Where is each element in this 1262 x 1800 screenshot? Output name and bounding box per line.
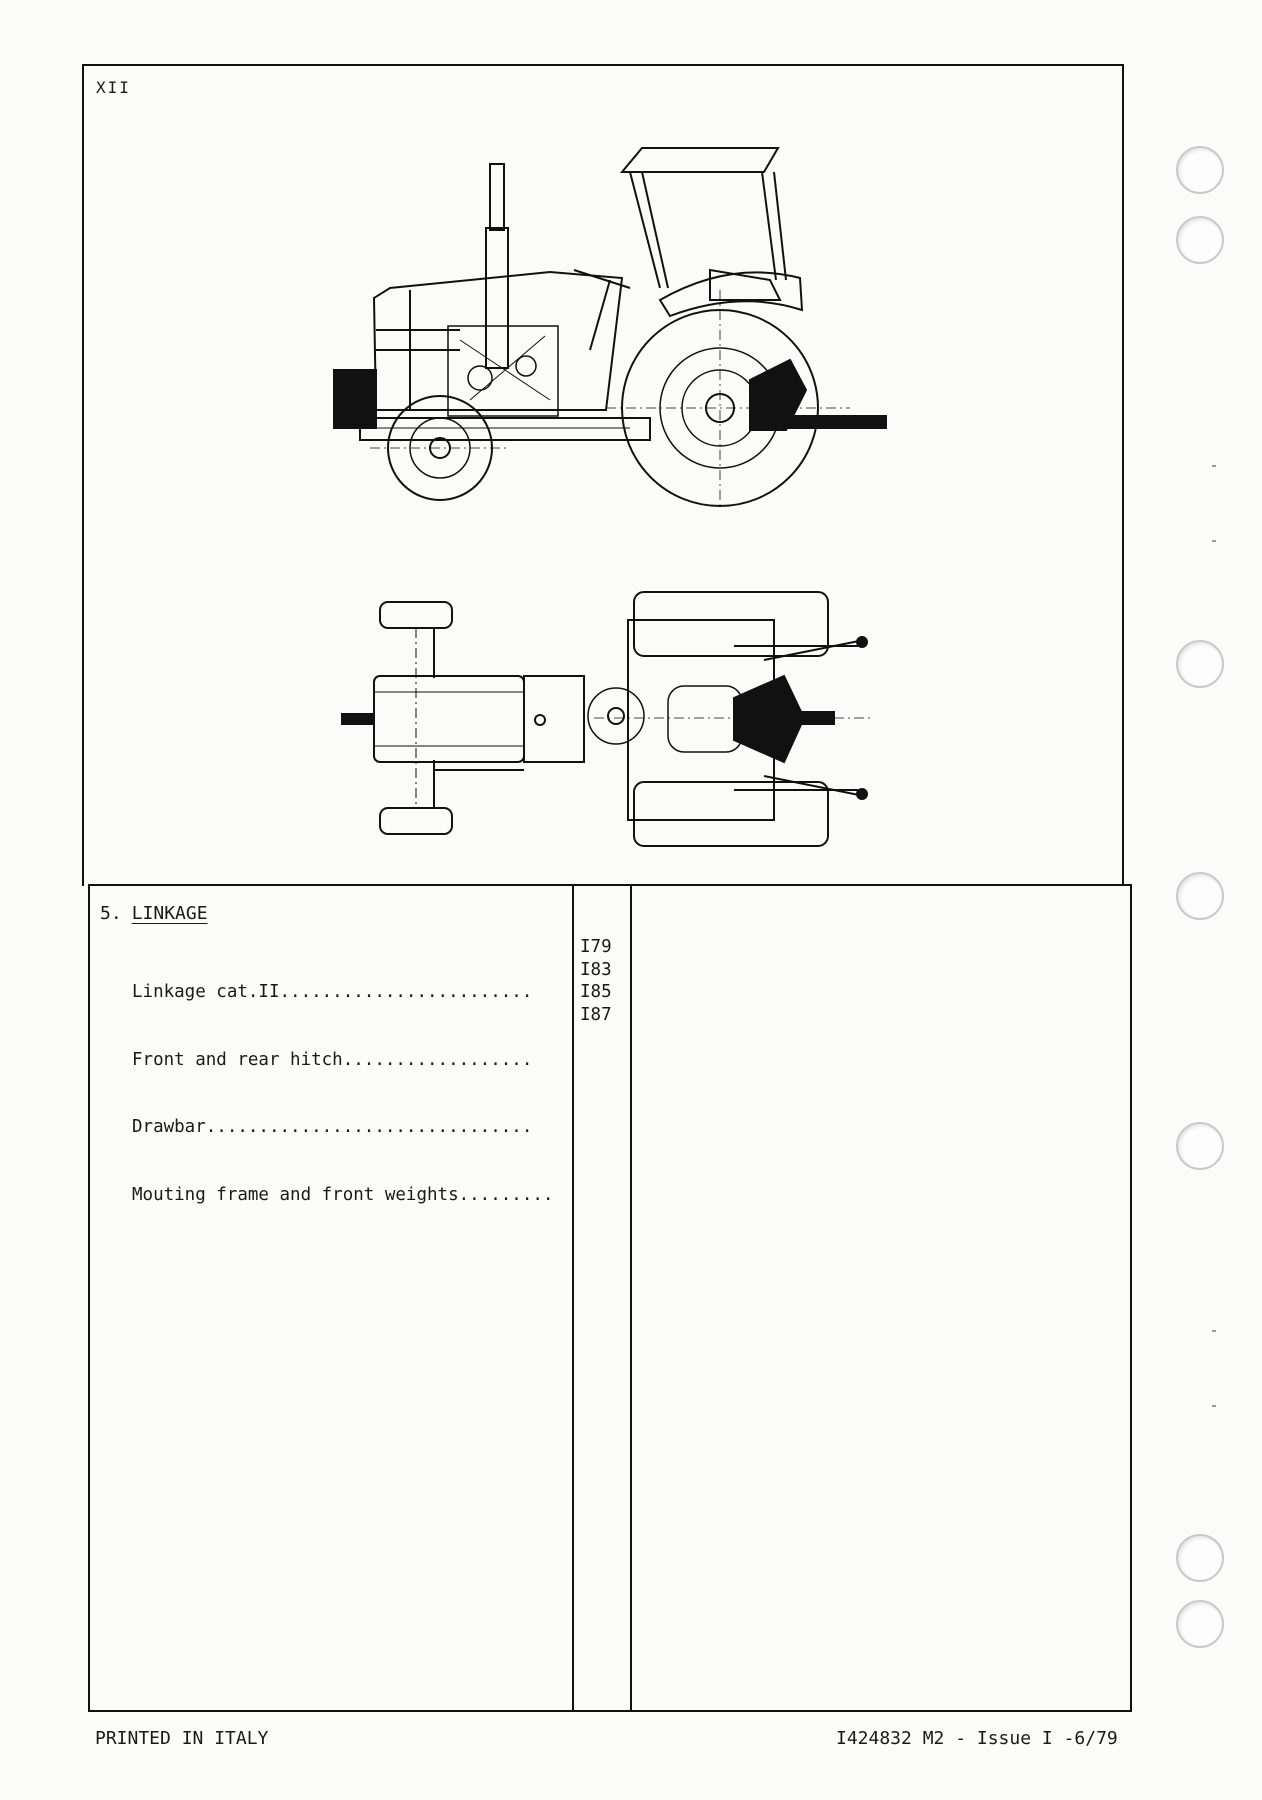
illustration-frame <box>82 64 1124 886</box>
column-divider <box>572 886 574 1710</box>
scan-speck <box>1212 1405 1216 1407</box>
contents-table <box>88 884 1132 1712</box>
toc-entry-label: Front and rear hitch.................. <box>132 1049 533 1070</box>
toc-labels: Linkage cat.II........................ F… <box>132 936 553 1229</box>
binder-hole <box>1176 640 1224 688</box>
footer-printed-in: PRINTED IN ITALY <box>95 1728 269 1749</box>
scan-speck <box>1212 540 1216 542</box>
tractor-top-view-drawing <box>341 591 874 847</box>
section-number: 5. <box>100 903 122 924</box>
toc-entry-page: I83 <box>580 959 612 980</box>
footer-document-code: I424832 M2 - Issue I -6/79 <box>836 1728 1118 1749</box>
page-label: XII <box>96 78 131 97</box>
section-title: LINKAGE <box>131 903 208 924</box>
toc-page-numbers: I79 I83 I85 I87 <box>580 936 612 1026</box>
toc-entry-page: I85 <box>580 982 612 1002</box>
scan-speck <box>1212 1330 1216 1332</box>
binder-hole <box>1176 1600 1224 1648</box>
toc-entry-page: I87 <box>580 1004 612 1025</box>
section-heading: 5. LINKAGE <box>100 903 208 924</box>
scan-speck <box>1212 465 1216 467</box>
binder-hole <box>1176 146 1224 194</box>
toc-entry-page: I79 <box>580 937 612 957</box>
toc-entry-label: Linkage cat.II........................ <box>132 982 533 1002</box>
binder-hole <box>1176 216 1224 264</box>
binder-hole <box>1176 872 1224 920</box>
tractor-side-view-drawing <box>333 147 887 510</box>
column-divider <box>630 886 632 1710</box>
toc-entry-label: Mouting frame and front weights......... <box>132 1184 554 1205</box>
binder-hole <box>1176 1534 1224 1582</box>
toc-entry-label: Drawbar............................... <box>132 1117 533 1137</box>
binder-hole <box>1176 1122 1224 1170</box>
